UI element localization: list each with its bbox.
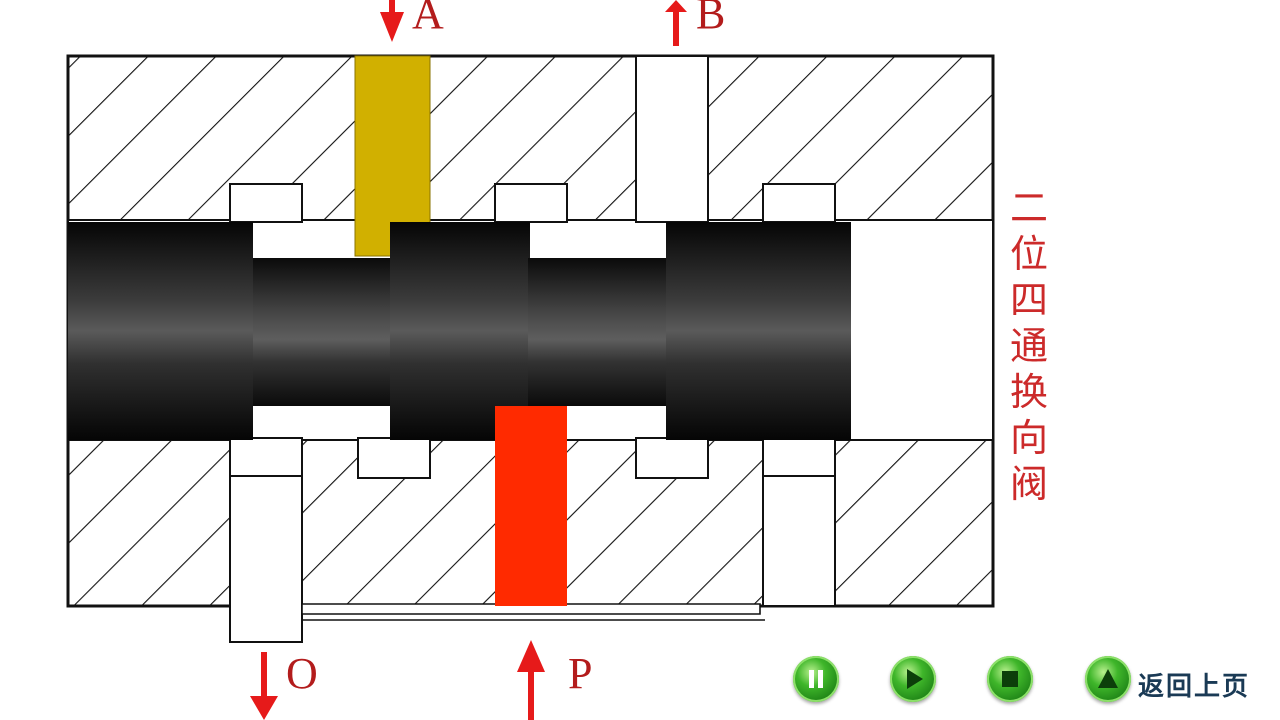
up-triangle-icon xyxy=(1098,669,1118,688)
port-label-p: P xyxy=(568,649,593,698)
spool-land-right xyxy=(666,222,851,440)
upper-groove-right xyxy=(762,183,836,223)
passage-b xyxy=(635,55,709,223)
title-char: 阀 xyxy=(1009,462,1048,506)
title-char: 位 xyxy=(1009,232,1048,276)
port-label-o: O xyxy=(286,649,318,698)
title-char: 通 xyxy=(1009,324,1048,368)
title-char: 向 xyxy=(1009,416,1048,460)
lower-groove-right xyxy=(762,437,836,479)
passage-o xyxy=(229,475,303,643)
spool-shaft-right xyxy=(528,258,668,406)
lower-groove-mid2 xyxy=(635,437,709,479)
return-channel xyxy=(301,603,761,615)
title-char: 四 xyxy=(1009,278,1048,322)
play-button[interactable] xyxy=(890,656,936,702)
spool-shaft-left xyxy=(253,258,393,406)
spool-land-center xyxy=(390,222,530,440)
return-channel-outline xyxy=(229,594,765,643)
passage-right-return xyxy=(762,475,836,607)
arrow-b-up xyxy=(665,0,687,46)
arrow-a-down xyxy=(380,0,404,42)
lower-groove-mid1 xyxy=(357,437,431,479)
port-label-a: A xyxy=(412,0,444,38)
port-label-b: B xyxy=(696,0,726,38)
play-icon xyxy=(907,669,923,689)
arrow-o-down xyxy=(250,652,278,720)
upper-groove-mid xyxy=(494,183,568,223)
title-char: 二 xyxy=(1009,186,1048,230)
stop-button[interactable] xyxy=(987,656,1033,702)
arrow-p-up xyxy=(517,640,545,720)
pause-button[interactable] xyxy=(793,656,839,702)
valve-title: 二 位 四 通 换 向 阀 xyxy=(1005,185,1053,507)
upper-groove-left xyxy=(229,183,303,223)
title-char: 换 xyxy=(1009,370,1048,414)
stop-icon xyxy=(1002,671,1018,687)
lower-groove-left xyxy=(229,437,303,479)
pause-icon xyxy=(809,670,823,688)
back-button[interactable] xyxy=(1085,656,1131,702)
back-link-label[interactable]: 返回上页 xyxy=(1138,672,1251,702)
pressure-chamber xyxy=(530,406,567,440)
spool-land-left xyxy=(68,222,253,440)
